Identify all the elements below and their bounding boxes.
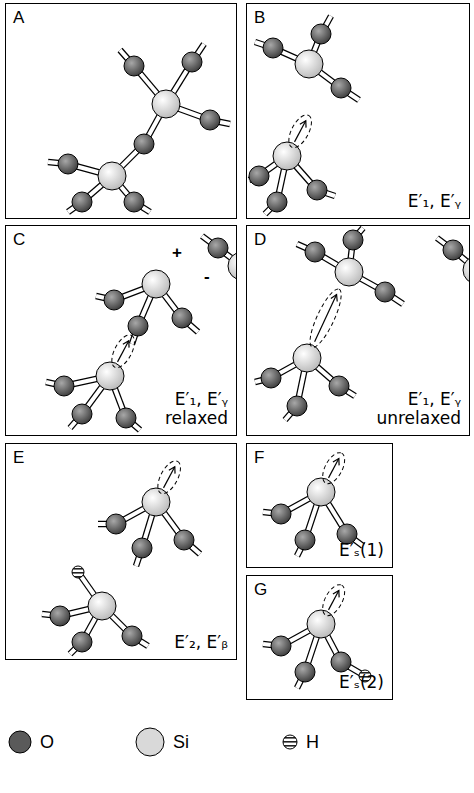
label-group: E′ₛ(2) [339, 673, 384, 693]
label-group: E′ₛ(1) [339, 541, 384, 561]
figure-panel: B E′₁, E′ᵧ [246, 3, 470, 219]
legend-text: O [40, 733, 54, 751]
defect-label: E′ₛ(2) [339, 673, 384, 693]
panel-letter: G [254, 580, 267, 600]
defect-label: E′₂, E′ᵦ [174, 633, 228, 653]
atom-swatch [9, 731, 31, 753]
figure-panel: F E′ₛ(1) [246, 443, 393, 568]
panel-letter: C [13, 230, 25, 250]
defect-label: unrelaxed [376, 409, 461, 429]
legend-swatch [133, 725, 167, 759]
panel-letter: E [13, 448, 24, 468]
charge-sign: + [172, 244, 182, 261]
charge-sign: - [204, 268, 210, 285]
molecule-illustration [6, 4, 236, 218]
molecule-illustration [247, 4, 469, 218]
legend-text: Si [173, 733, 189, 751]
atom-swatch [136, 728, 164, 756]
label-group: E′₁, E′ᵧrelaxed [165, 390, 228, 429]
figure-panel: D E′₁, E′ᵧunrelaxed [246, 225, 470, 436]
legend-swatch [3, 725, 37, 759]
figure-panel: E E′₂, E′ᵦ [5, 443, 237, 660]
legend: O Si H [0, 722, 474, 762]
panel-letter: D [254, 230, 266, 250]
figure-panel: C E′₁, E′ᵧrelaxed + - [5, 225, 237, 436]
defect-label: E′ₛ(1) [339, 541, 384, 561]
panel-letter: A [13, 8, 24, 28]
figure-panel: A [5, 3, 237, 219]
molecule-illustration [6, 444, 236, 659]
panel-letter: B [254, 8, 265, 28]
label-group: E′₁, E′ᵧ [408, 192, 461, 212]
defect-label: E′₁, E′ᵧ [175, 390, 228, 410]
legend-text: H [306, 733, 319, 751]
label-group: E′₁, E′ᵧunrelaxed [376, 390, 461, 429]
panel-letter: F [254, 448, 264, 468]
atom-swatch [283, 735, 297, 749]
label-group: E′₂, E′ᵦ [174, 633, 228, 653]
defect-label: relaxed [165, 409, 228, 429]
legend-swatch [273, 725, 307, 759]
figure-panel: G E′ₛ(2) [246, 575, 393, 700]
defect-label: E′₁, E′ᵧ [408, 192, 461, 212]
defect-label: E′₁, E′ᵧ [408, 390, 461, 410]
